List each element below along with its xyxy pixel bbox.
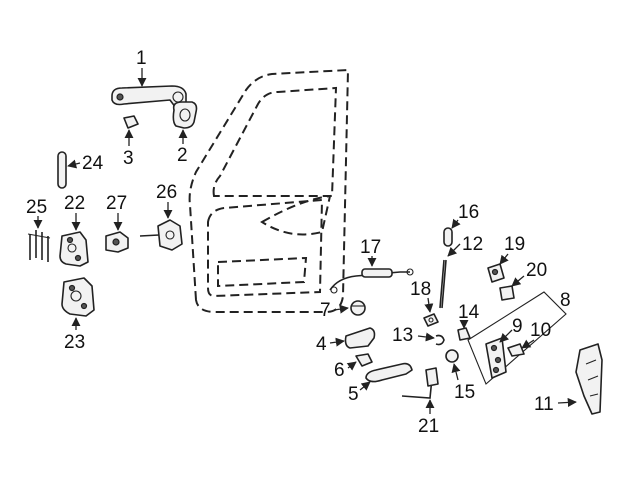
callout-label-1: 1 <box>136 48 147 69</box>
callout-label-27: 27 <box>106 193 127 214</box>
callout-9: 9 <box>499 316 523 343</box>
callout-label-14: 14 <box>458 302 480 323</box>
callout-6: 6 <box>334 360 357 381</box>
callout-label-3: 3 <box>123 148 134 169</box>
callout-label-24: 24 <box>82 153 104 174</box>
callout-17: 17 <box>360 237 381 267</box>
callout-22: 22 <box>64 193 85 231</box>
callout-label-17: 17 <box>360 237 381 258</box>
callout-label-11: 11 <box>534 394 554 415</box>
lower-hinge-part <box>61 277 95 317</box>
callout-label-10: 10 <box>530 320 551 341</box>
callout-3: 3 <box>123 129 134 169</box>
striker-bracket-part <box>575 343 603 415</box>
rod-clip-part <box>435 334 445 346</box>
callout-label-9: 9 <box>512 316 523 337</box>
callout-label-19: 19 <box>504 234 525 255</box>
callout-label-12: 12 <box>462 234 483 255</box>
control-rod-part <box>439 259 447 309</box>
lock-knob-part <box>350 300 366 316</box>
callout-27: 27 <box>106 193 127 231</box>
inside-handle-cover-part <box>344 327 376 349</box>
pin-part <box>443 227 453 247</box>
callout-label-22: 22 <box>64 193 85 214</box>
callout-5: 5 <box>348 381 371 405</box>
callout-label-20: 20 <box>526 260 547 281</box>
link-part <box>423 313 439 327</box>
pin-bracket-part <box>105 231 129 253</box>
callout-2: 2 <box>177 129 188 166</box>
callout-label-4: 4 <box>316 334 327 355</box>
door-outline <box>188 68 350 313</box>
plug-part <box>355 353 373 367</box>
callout-15: 15 <box>451 363 475 403</box>
inside-handle-part <box>365 362 413 383</box>
lock-rod-part <box>401 367 439 399</box>
callout-label-21: 21 <box>418 416 439 437</box>
callout-label-18: 18 <box>410 279 431 300</box>
callout-label-16: 16 <box>458 202 479 223</box>
callout-18: 18 <box>410 279 434 313</box>
callout-label-26: 26 <box>156 182 177 203</box>
callout-24: 24 <box>67 153 104 174</box>
callout-10: 10 <box>521 320 551 349</box>
callout-label-25: 25 <box>26 197 47 218</box>
handle-pad-part <box>123 115 139 129</box>
callout-20: 20 <box>511 260 547 287</box>
door-latch-part <box>485 337 507 379</box>
callout-8: 8 <box>560 290 571 311</box>
callout-19: 19 <box>499 234 525 265</box>
upper-hinge-part <box>59 231 89 267</box>
latch-clip-part <box>507 343 525 357</box>
callout-26: 26 <box>156 182 177 219</box>
weather-strip-part <box>57 151 67 189</box>
latch-cable-part <box>329 268 414 294</box>
callout-label-5: 5 <box>348 384 359 405</box>
callout-23: 23 <box>64 317 85 353</box>
lock-cylinder-part <box>487 263 505 283</box>
retainer-part <box>499 285 515 301</box>
callout-label-6: 6 <box>334 360 345 381</box>
callout-13: 13 <box>392 325 435 346</box>
callout-25: 25 <box>26 197 47 229</box>
callout-label-13: 13 <box>392 325 413 346</box>
callout-label-2: 2 <box>177 145 188 166</box>
callout-21: 21 <box>418 399 439 437</box>
callout-label-23: 23 <box>64 332 85 353</box>
door-check-part <box>139 219 183 251</box>
callout-16: 16 <box>451 202 479 229</box>
grommet-part <box>445 349 459 363</box>
callout-14: 14 <box>458 302 480 329</box>
callout-1: 1 <box>136 48 147 87</box>
callout-4: 4 <box>316 334 345 355</box>
handle-bezel-part <box>172 101 198 129</box>
bushing-part <box>457 327 471 341</box>
callout-12: 12 <box>447 234 483 257</box>
callout-11: 11 <box>534 394 577 415</box>
callout-7: 7 <box>320 300 349 321</box>
clip-set-part <box>27 230 51 262</box>
latch-assembly-outline <box>467 291 567 385</box>
callout-label-8: 8 <box>560 290 571 311</box>
callout-label-7: 7 <box>320 300 331 321</box>
callout-label-15: 15 <box>454 382 475 403</box>
